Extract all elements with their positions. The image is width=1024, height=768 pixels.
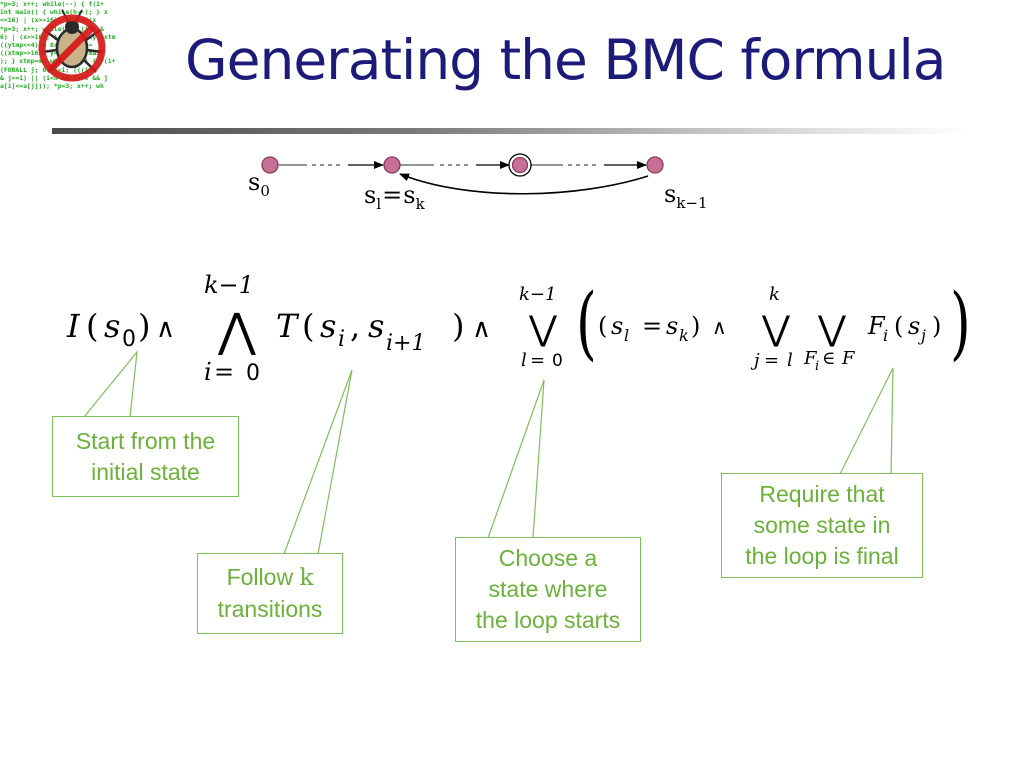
svg-text:⋁: ⋁ [761, 309, 790, 349]
formula-big-or-loop: k−1 ⋁ l = 0 [519, 284, 563, 371]
svg-text:(: ( [86, 307, 98, 345]
callout-pointer-initial [82, 350, 138, 418]
svg-text:0: 0 [552, 351, 563, 371]
svg-text:⋀: ⋀ [217, 303, 256, 357]
formula-paren-left: ( [576, 276, 597, 369]
svg-text:k: k [679, 326, 689, 345]
svg-text:s: s [611, 312, 623, 340]
svg-text:0: 0 [246, 361, 260, 386]
svg-text:): ) [452, 307, 464, 345]
callout-pointer-final [839, 367, 894, 475]
svg-text:s: s [908, 312, 920, 340]
slide-title: Generating the BMC formula [185, 28, 946, 92]
svg-text:(: ( [894, 312, 903, 340]
formula-loop-equality: ( s l = s k ) ∧ [598, 312, 727, 345]
svg-text:T: T [276, 307, 300, 345]
formula-transition-term: T ( s i , s i+1 ) ∧ [276, 307, 491, 356]
svg-text:k: k [769, 284, 780, 305]
svg-text:F: F [841, 348, 856, 369]
svg-text:=: = [764, 350, 779, 371]
svg-text:∧: ∧ [472, 314, 491, 344]
svg-text:l: l [521, 350, 527, 371]
svg-text:=: = [214, 358, 234, 386]
svg-text:(: ( [598, 312, 607, 340]
callout-pointer-follow [283, 369, 353, 555]
formula-big-and: k−1 ⋀ i = 0 [204, 271, 260, 386]
no-bug-icon [38, 9, 106, 82]
title-divider [52, 128, 970, 134]
svg-text:s: s [666, 312, 678, 340]
svg-text:,: , [350, 307, 360, 345]
svg-text:j: j [750, 350, 760, 371]
svg-text:0: 0 [122, 327, 136, 352]
formula-initial-term: I ( s 0 ) ∧ [66, 307, 175, 352]
svg-text:): ) [691, 312, 700, 340]
svg-text:F: F [803, 348, 818, 369]
formula-big-or-accepting-sets: ⋁ F i ∈ F [803, 309, 856, 374]
svg-text:i: i [338, 327, 345, 352]
svg-text:s: s [320, 307, 336, 345]
svg-text:∧: ∧ [156, 314, 175, 344]
svg-text:i: i [204, 358, 212, 386]
formula-paren-right: ) [950, 276, 971, 369]
svg-text:k−1: k−1 [519, 284, 556, 305]
svg-text:i+1: i+1 [386, 331, 425, 356]
svg-text:s: s [104, 307, 120, 345]
svg-text:F: F [867, 312, 886, 340]
svg-text:i: i [883, 326, 888, 345]
svg-text:(: ( [302, 307, 314, 345]
no-bug-logo: *p=3; x++; while(--) { f(1+ int main() {… [0, 0, 142, 108]
svg-text:⋁: ⋁ [528, 309, 557, 349]
svg-text:=: = [530, 350, 545, 371]
formula-final-term: F i ( s j ) [867, 312, 941, 345]
svg-text:i: i [815, 359, 819, 374]
callout-pointer-loop [487, 379, 545, 539]
svg-text:j: j [918, 326, 926, 345]
svg-text:l: l [787, 350, 793, 371]
svg-text:l: l [624, 326, 629, 345]
label-sl-eq-sk: sl=sk [364, 181, 425, 213]
formula-big-or-states: k ⋁ j = l [750, 284, 793, 371]
svg-text:∈: ∈ [822, 348, 835, 369]
svg-text:∧: ∧ [712, 315, 727, 339]
svg-text:s: s [368, 307, 384, 345]
prohibition-icon [38, 14, 106, 82]
svg-text:): ) [932, 312, 941, 340]
svg-text:=: = [642, 312, 662, 340]
label-sk-minus-1: sk−1 [664, 180, 708, 212]
svg-text:k−1: k−1 [204, 271, 254, 299]
svg-text:): ) [138, 307, 150, 345]
label-s0: s0 [248, 168, 270, 200]
svg-text:⋁: ⋁ [817, 309, 846, 349]
svg-text:I: I [66, 307, 81, 345]
